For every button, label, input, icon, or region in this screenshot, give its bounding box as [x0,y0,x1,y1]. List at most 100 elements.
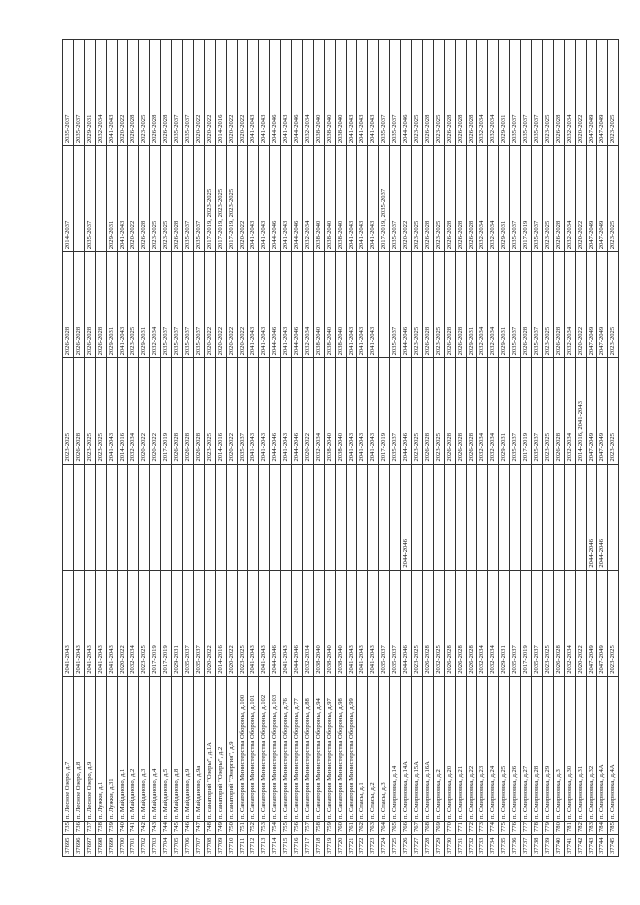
cell-period-4: 2032-2034 [149,251,161,358]
cell-row-number: 759 [324,821,336,835]
cell-row-number: 781 [564,821,576,835]
cell-address: п. Майданово, д.4 [149,676,161,822]
cell-period-1: 2020-2022 [117,570,128,677]
cell-period-1: 2032-2034 [487,570,499,677]
cell-row-number: 768 [422,821,434,835]
cell-address: п. Смирновка, д.22 [466,676,477,822]
cell-row-number: 772 [466,821,477,835]
cell-registry-id: 37742 [575,834,586,857]
cell-period-3: 2038-2040 [335,357,347,465]
cell-row-number: 778 [531,821,543,835]
cell-period-2 [95,464,107,571]
cell-row-number: 746 [182,821,194,835]
cell-period-5: 2041-2043 [356,145,368,252]
cell-period-2 [378,464,390,571]
cell-row-number: 785 [607,821,619,835]
cell-period-4: 2026-2028 [73,251,85,358]
cell-registry-id: 37720 [335,834,347,857]
cell-registry-id: 37719 [324,834,336,857]
cell-row-number: 775 [498,821,510,835]
cell-period-5: 2035-2037 [84,145,96,252]
cell-row-number: 737 [84,821,96,835]
cell-row-number: 736 [73,821,85,835]
cell-period-4: 2029-2031 [138,251,150,358]
cell-address: п. Санатория Министерства Обороны, д.99 [346,676,357,822]
cell-period-3: 2014-2016 [215,357,227,465]
cell-period-4: 2020-2022 [237,251,248,358]
cell-period-6: 2014-2016 [215,39,227,146]
cell-period-5: 2023-2025 [542,145,554,252]
cell-period-5: 2017-2019 [520,145,532,252]
cell-period-5: 2026-2028 [171,145,183,252]
cell-address: п. Смирновка, д.31 [575,676,586,822]
cell-registry-id: 37700 [117,834,128,857]
cell-row-number: 742 [138,821,150,835]
cell-period-4: 2026-2028 [95,251,107,358]
cell-period-5: 2032-2034 [564,145,576,252]
cell-registry-id: 37735 [498,834,510,857]
cell-row-number: 776 [509,821,521,835]
cell-address: п. Смирновка, д.20 [444,676,456,822]
cell-registry-id: 37697 [84,834,96,857]
cell-row-number: 782 [575,821,586,835]
cell-period-5: 2041-2043 [117,145,128,252]
cell-period-2 [487,464,499,571]
cell-period-6: 2020-2022 [117,39,128,146]
cell-period-1: 2035-2037 [182,570,194,677]
cell-registry-id: 37712 [247,834,259,857]
cell-period-2 [444,464,456,571]
cell-period-5: 2044-2046 [269,145,281,252]
cell-period-1: 2044-2046 [400,570,412,677]
cell-period-1: 2035-2037 [378,570,390,677]
cell-period-2 [389,464,401,571]
cell-period-5: 2014-2037 [62,145,74,252]
cell-address: п. санаторий "Энергия", д.9 [226,676,237,822]
cell-period-3: 2035-2037 [237,357,248,465]
cell-address: п. Лужки, д.1 [95,676,107,822]
cell-period-1: 2035-2037 [531,570,543,677]
cell-address: п. Смирновка, д.2 [433,676,445,822]
cell-registry-id: 37706 [182,834,194,857]
cell-period-6: 2026-2028 [466,39,477,146]
cell-row-number: 777 [520,821,532,835]
cell-address: п. Смирновка, д.4А [596,676,608,822]
cell-period-6: 2035-2037 [509,39,521,146]
cell-period-5: 2047-2049 [596,145,608,252]
cell-period-6: 2035-2037 [171,39,183,146]
cell-period-3: 2023-2025 [607,357,619,465]
cell-period-2 [356,464,368,571]
cell-period-2 [367,464,379,571]
cell-period-2 [138,464,150,571]
cell-registry-id: 37744 [596,834,608,857]
cell-period-4: 2041-2043 [258,251,270,358]
cell-period-5: 2020-2022 [127,145,139,252]
cell-period-2 [411,464,423,571]
cell-period-2 [73,464,85,571]
cell-period-2 [62,464,74,571]
cell-period-1: 2020-2022 [204,570,216,677]
cell-period-5: 2017-2019, 2023-2025 [226,145,237,252]
cell-period-5: 2044-2046 [291,145,303,252]
cell-period-4: 2035-2037 [193,251,205,358]
cell-period-5: 2026-2028 [466,145,477,252]
cell-address: п. Спасы, д.3 [378,676,390,822]
cell-period-4: 2038-2040 [324,251,336,358]
cell-period-2: 2044-2046 [586,464,597,571]
cell-row-number: 760 [335,821,347,835]
cell-registry-id: 37727 [411,834,423,857]
cell-period-3: 2020-2022 [149,357,161,465]
cell-period-3: 2035-2037 [531,357,543,465]
cell-row-number: 771 [455,821,467,835]
cell-period-3: 2023-2025 [95,357,107,465]
cell-address: п. Смирновка, д.26 [509,676,521,822]
cell-registry-id: 37696 [73,834,85,857]
cell-row-number: 783 [586,821,597,835]
cell-period-6: 2035-2037 [520,39,532,146]
cell-registry-id: 37703 [149,834,161,857]
cell-period-2 [182,464,194,571]
